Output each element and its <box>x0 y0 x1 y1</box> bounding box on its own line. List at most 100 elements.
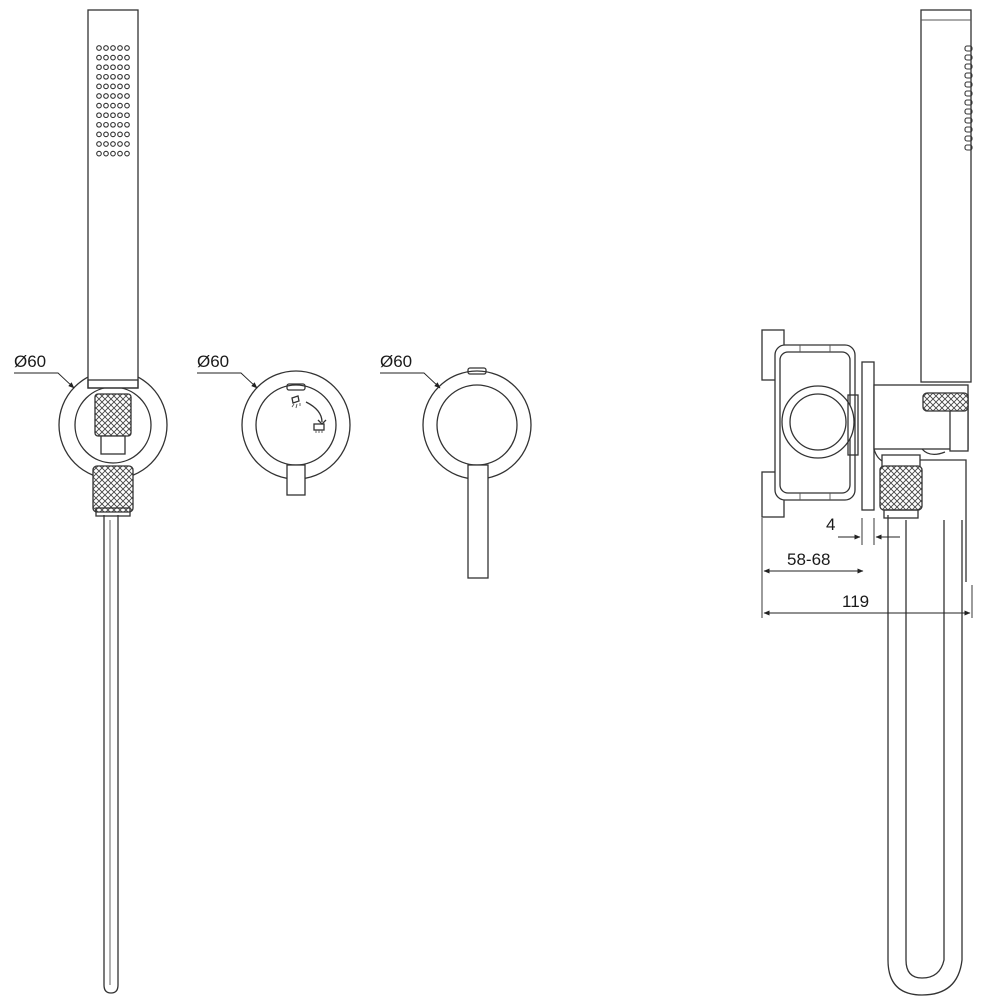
nozzle-dot <box>117 141 123 147</box>
nozzle-dot <box>117 73 123 80</box>
nozzle-dot <box>117 150 123 157</box>
nozzle-dot <box>103 102 109 109</box>
dimension-58-68: 58-68 <box>761 518 864 578</box>
nozzle-dot <box>117 102 123 109</box>
nozzle-dot <box>117 54 123 61</box>
side-knurled-connector <box>879 465 923 511</box>
nozzle-dot <box>110 112 116 119</box>
handshower-front-view: Ø60 <box>14 9 168 994</box>
nozzle-dot <box>96 93 102 99</box>
side-nozzle <box>964 144 973 151</box>
nozzle-dot <box>103 93 109 99</box>
valve-outlet <box>781 385 855 459</box>
diverter-front-view: Ø60 <box>197 352 351 496</box>
nozzle-dot <box>117 131 123 138</box>
nozzle-dot <box>103 131 109 138</box>
side-nozzle <box>964 72 973 79</box>
nozzle-dot <box>96 64 102 71</box>
nozzle-dot <box>103 150 109 157</box>
nozzle-dot <box>96 121 102 128</box>
nozzle-dot <box>103 121 109 128</box>
nozzle-dot <box>117 83 123 90</box>
mixer-front-view: Ø60 <box>380 352 532 579</box>
nozzle-dot <box>110 54 116 61</box>
nozzle-dot <box>117 112 123 119</box>
side-nozzle <box>964 90 973 97</box>
handshower-side <box>920 9 972 383</box>
nozzle-dot <box>124 112 130 119</box>
diverter-symbol-icon <box>291 395 327 433</box>
mixer-lever <box>467 464 489 579</box>
side-nozzle <box>964 54 973 61</box>
nozzle-dot <box>110 73 116 80</box>
side-knurled-holder <box>922 392 969 412</box>
nozzle-dot <box>124 141 130 147</box>
nozzle-dot <box>124 83 130 90</box>
side-nozzle <box>964 45 973 52</box>
side-nozzle <box>964 81 973 88</box>
nozzle-dot <box>110 150 116 157</box>
side-nozzle <box>964 117 973 124</box>
nozzle-dot <box>103 45 109 51</box>
nozzle-dot <box>96 141 102 147</box>
diverter-wall-plate <box>241 370 351 480</box>
nozzle-dot <box>110 121 116 128</box>
nozzle-dot <box>96 112 102 119</box>
nozzle-dot <box>110 45 116 51</box>
nozzle-dot <box>103 73 109 80</box>
side-nozzle <box>964 99 973 106</box>
side-wall-plate <box>861 361 875 511</box>
nozzle-dot <box>124 64 130 71</box>
valve-body <box>761 329 859 518</box>
diameter-label-diverter: Ø60 <box>197 352 229 371</box>
nozzle-dot <box>96 83 102 90</box>
nozzle-dot <box>124 121 130 128</box>
side-nozzles <box>964 45 973 151</box>
nozzle-dot <box>110 93 116 99</box>
nozzle-dot <box>124 73 130 80</box>
hose-side <box>887 515 963 996</box>
nozzle-dot <box>117 93 123 99</box>
dimension-4: 4 <box>826 515 900 545</box>
dimension-label-119: 119 <box>842 592 869 611</box>
side-nozzle <box>964 63 973 70</box>
diameter-label-mixer: Ø60 <box>380 352 412 371</box>
nozzle-dot <box>96 150 102 157</box>
handshower-head <box>87 9 139 389</box>
nozzle-dot <box>103 83 109 90</box>
nozzle-dot <box>96 131 102 138</box>
nozzle-dot <box>96 54 102 61</box>
nozzle-dot <box>110 83 116 90</box>
nozzle-dot <box>103 64 109 71</box>
dimension-label-58-68: 58-68 <box>787 550 830 569</box>
nozzle-dot <box>124 45 130 51</box>
nozzle-dot <box>96 73 102 80</box>
knurled-connector <box>92 465 134 513</box>
dimension-119: 119 <box>761 578 973 618</box>
diameter-label-handshower: Ø60 <box>14 352 46 371</box>
nozzle-dot <box>124 93 130 99</box>
dimension-label-4: 4 <box>826 515 835 534</box>
diverter-handle <box>286 464 306 496</box>
hose-front <box>103 515 119 994</box>
nozzle-dot <box>117 45 123 51</box>
side-nozzle <box>964 108 973 115</box>
side-section-view: 4 58-68 119 <box>761 9 973 996</box>
nozzle-dot <box>110 64 116 71</box>
nozzle-dot <box>103 54 109 61</box>
nozzle-dot <box>110 102 116 109</box>
nozzle-dot <box>124 131 130 138</box>
nozzle-dot <box>124 54 130 61</box>
nozzle-dot <box>96 45 102 51</box>
nozzle-dot <box>117 64 123 71</box>
spray-nozzles <box>96 45 130 157</box>
nozzle-dot <box>110 131 116 138</box>
side-nozzle <box>964 135 973 142</box>
nozzle-dot <box>124 102 130 109</box>
nozzle-dot <box>124 150 130 157</box>
nozzle-dot <box>96 102 102 109</box>
side-nozzle <box>964 126 973 133</box>
nozzle-dot <box>110 141 116 147</box>
knurled-holder <box>94 393 132 437</box>
